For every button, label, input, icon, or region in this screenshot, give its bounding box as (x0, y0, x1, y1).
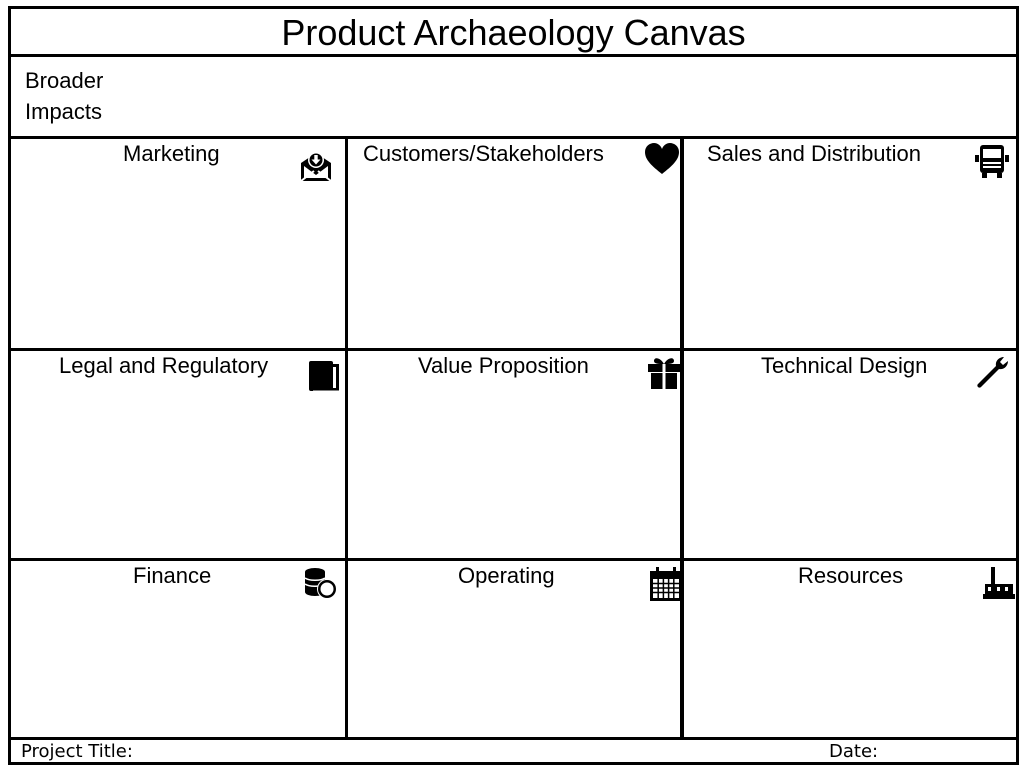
legal-regulatory-cell[interactable]: Legal and Regulatory (11, 351, 345, 558)
customers-stakeholders-cell[interactable]: Customers/Stakeholders (348, 139, 680, 348)
wrench-icon (977, 357, 1008, 388)
finance-cell[interactable]: Finance (11, 561, 345, 737)
finance-label: Finance (133, 563, 212, 588)
factory-icon (983, 567, 1015, 599)
sales-distribution-cell[interactable]: Sales and Distribution (684, 139, 1016, 348)
broader-impacts-section: Broader Impacts (11, 57, 1016, 139)
legal-regulatory-label: Legal and Regulatory (59, 353, 269, 378)
grid-divider-vertical-2 (680, 139, 684, 737)
technical-design-cell[interactable]: Technical Design (684, 351, 1016, 558)
broader-impacts-line1: Broader (25, 68, 104, 93)
value-proposition-label: Value Proposition (418, 353, 589, 378)
operating-label: Operating (458, 563, 555, 588)
canvas-grid: Marketing Customers/Stakeholders Sales a… (11, 139, 1016, 737)
grid-divider-horizontal-1 (11, 348, 1016, 351)
broader-impacts-line2: Impacts (25, 99, 103, 124)
resources-cell[interactable]: Resources (684, 561, 1016, 737)
calendar-icon (650, 567, 682, 601)
canvas-frame: Product Archaeology Canvas Broader Impac… (8, 6, 1019, 765)
heart-icon (645, 143, 679, 174)
canvas-title: Product Archaeology Canvas (11, 9, 1016, 57)
marketing-cell[interactable]: Marketing (11, 139, 345, 348)
book-icon (309, 361, 339, 392)
customers-stakeholders-label: Customers/Stakeholders (363, 141, 604, 166)
envelope-download-icon (300, 152, 332, 182)
technical-design-label: Technical Design (761, 353, 928, 378)
operating-cell[interactable]: Operating (348, 561, 682, 737)
broader-impacts-label: Broader Impacts (25, 65, 145, 127)
resources-label: Resources (798, 563, 904, 588)
date-label: Date: (829, 741, 879, 762)
grid-divider-vertical-1 (345, 139, 348, 737)
coins-icon (304, 568, 337, 599)
canvas-footer: Project Title: Date: (11, 737, 1016, 762)
grid-divider-horizontal-2 (11, 558, 1016, 561)
sales-distribution-label: Sales and Distribution (707, 141, 922, 166)
marketing-label: Marketing (123, 141, 220, 166)
project-title-label: Project Title: (21, 741, 133, 762)
value-proposition-cell[interactable]: Value Proposition (348, 351, 680, 558)
gift-icon (648, 358, 680, 389)
truck-icon (975, 145, 1009, 178)
